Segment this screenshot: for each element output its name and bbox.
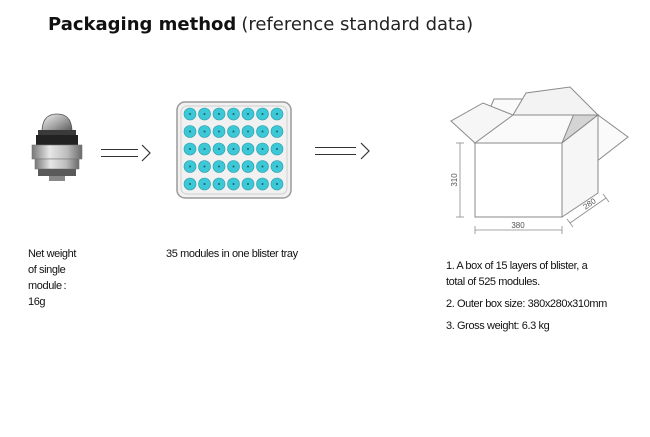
tray-cell-dot [218, 183, 220, 185]
box-note-line: total of 525 modules. [446, 276, 540, 288]
title-main: Packaging method [48, 14, 237, 35]
tray-cell-dot [232, 113, 235, 115]
tray-caption-text: 35 modules in one blister tray [166, 248, 298, 260]
tray-cell-dot [232, 183, 235, 185]
tray-cell-dot [276, 130, 278, 133]
box-height-label: 310 [450, 173, 459, 187]
tray-cell-dot [261, 130, 264, 133]
tray-cell-dot [247, 130, 249, 133]
tray-cell-dot [276, 183, 278, 185]
box-note-line: 3. Gross weight: 6.3 kg [446, 320, 550, 332]
box-width-label: 380 [511, 221, 525, 230]
module-caption-line: module : [28, 280, 67, 292]
module-caption-line: of single [28, 264, 66, 276]
tray-cell-dot [232, 130, 235, 133]
tray-cell-dot [247, 113, 249, 115]
box-notes: 1. A box of 15 layers of blister, a tota… [446, 258, 607, 334]
tray-cell-dot [203, 130, 206, 133]
tray-cell-dot [189, 183, 191, 185]
tray-cell-dot [261, 148, 264, 150]
tray-cell-dot [203, 165, 206, 168]
tray-cell-dot [203, 113, 206, 115]
box-note-line: 1. A box of 15 layers of blister, a [446, 260, 588, 272]
tray-cell-dot [232, 165, 235, 168]
tray-cell-dot [261, 113, 264, 115]
carton-box-illustration: 310 380 280 [450, 86, 629, 234]
tray-cell-dot [218, 148, 220, 150]
tray-cell-dot [247, 148, 249, 150]
tray-cell-dot [203, 183, 206, 185]
tray-cell-dot [276, 165, 278, 168]
module-caption-line: 16g [28, 296, 46, 308]
tray-cell-dot [189, 113, 191, 115]
tray-caption: 35 modules in one blister tray [166, 246, 298, 262]
arrow-icon [101, 144, 151, 162]
tray-cell-dot [189, 148, 191, 150]
tray-cell-dot [218, 165, 220, 168]
tray-cell-dot [261, 183, 264, 185]
tray-cell-dot [276, 148, 278, 150]
tray-cell-dot [189, 130, 191, 133]
module-caption-line: Net weight [28, 248, 76, 260]
title-sub: (reference standard data) [241, 14, 474, 35]
tray-cell-dot [261, 165, 264, 168]
tray-cell-dot [232, 148, 235, 150]
tray-cell-dot [276, 113, 278, 115]
page-title: Packaging method (reference standard dat… [48, 14, 473, 35]
tray-cell-dot [247, 183, 249, 185]
module-illustration [31, 113, 83, 181]
tray-cell-dot [218, 113, 220, 115]
box-note-line: 2. Outer box size: 380x280x310mm [446, 298, 607, 310]
tray-cell-dot [189, 165, 191, 168]
blister-tray-illustration [176, 101, 292, 199]
tray-cell-dot [218, 130, 220, 133]
tray-cell-dot [247, 165, 249, 168]
module-caption: Net weight of single module : 16g [28, 246, 76, 310]
tray-cell-dot [203, 148, 206, 150]
arrow-icon [315, 142, 370, 160]
